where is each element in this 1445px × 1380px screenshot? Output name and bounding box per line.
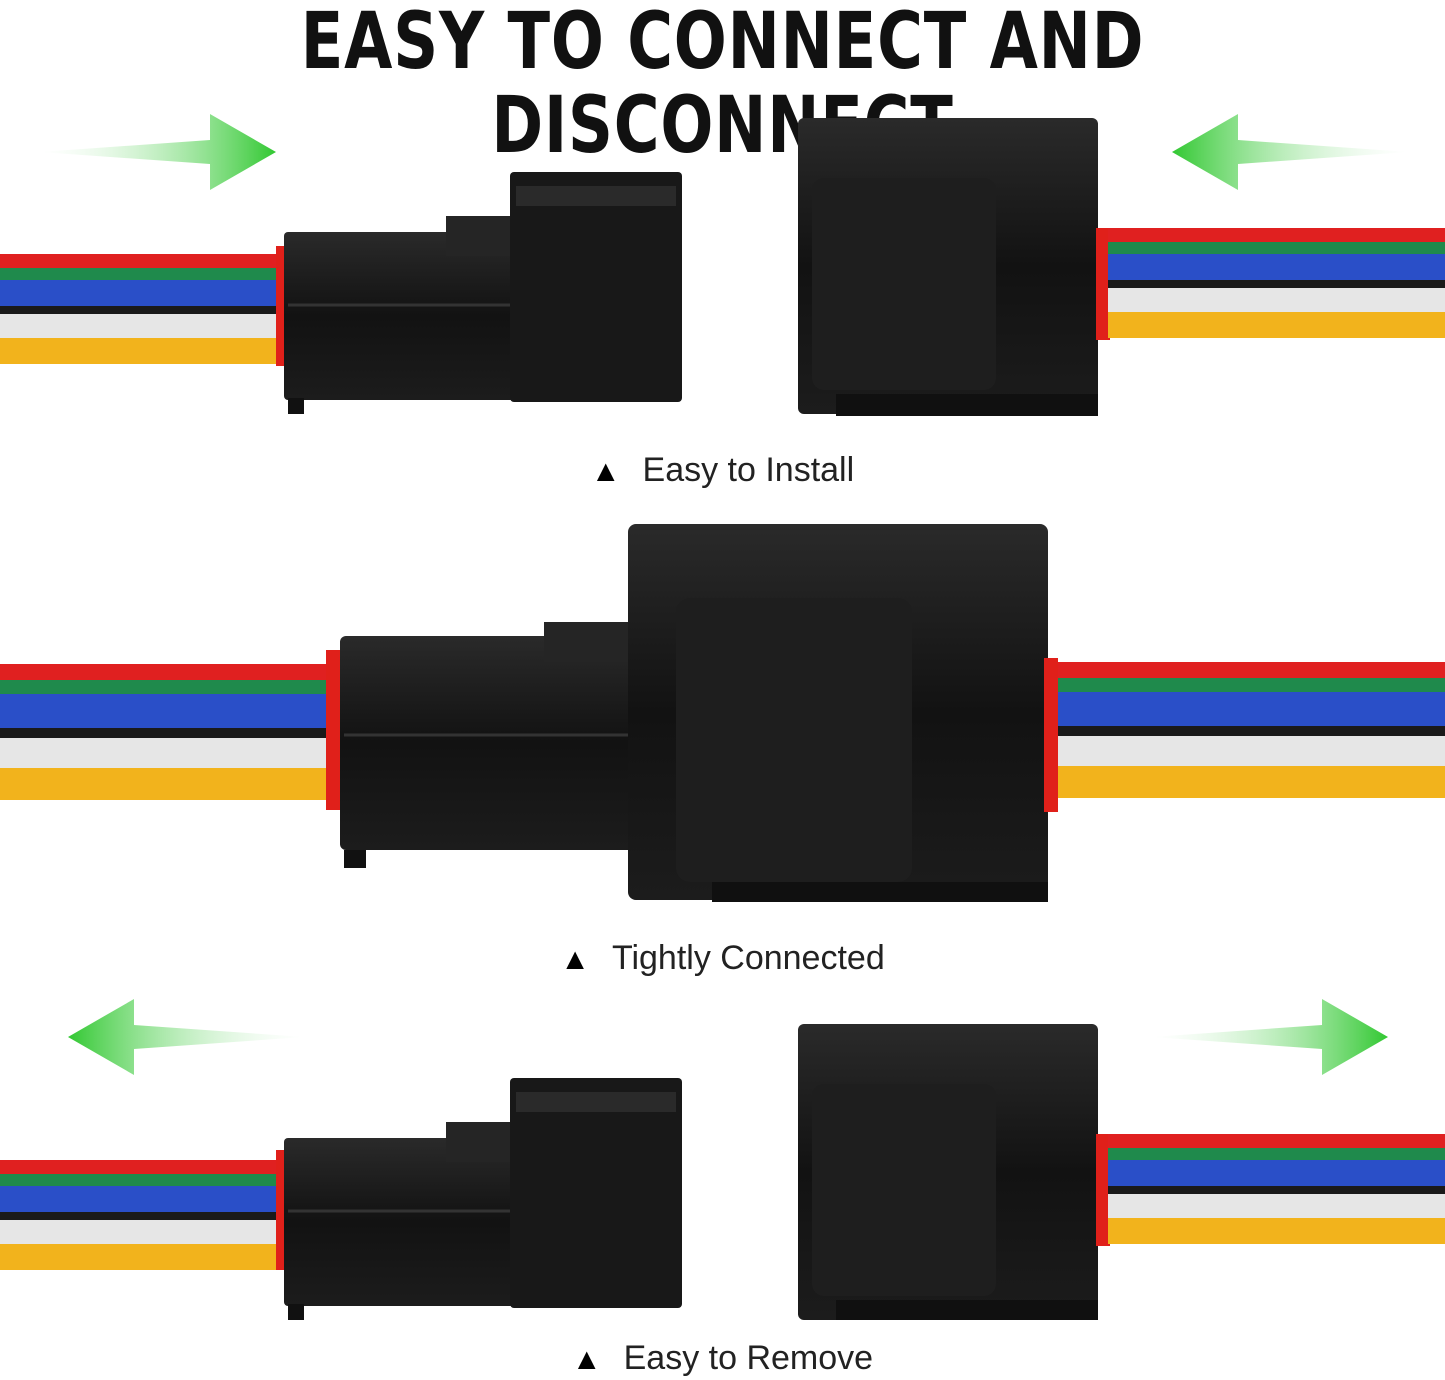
wire-bundle-left — [0, 1160, 285, 1270]
arrow-right-icon — [40, 114, 276, 190]
male-connector — [276, 172, 682, 414]
wire-bundle-right — [1052, 662, 1445, 798]
female-connector — [798, 1024, 1110, 1320]
row-connected — [0, 524, 1445, 902]
arrow-left-icon — [68, 999, 304, 1075]
male-connector — [276, 1078, 682, 1320]
arrow-left-icon — [1172, 114, 1408, 190]
caption-remove: ▲ Easy to Remove — [0, 1338, 1445, 1380]
female-connector — [798, 118, 1110, 416]
caption-install-text: Easy to Install — [642, 451, 855, 489]
arrow-right-icon — [1152, 999, 1388, 1075]
wire-bundle-right — [1108, 1134, 1445, 1244]
wire-bundle-left — [0, 664, 340, 800]
triangle-icon: ▲ — [560, 943, 590, 976]
triangle-icon: ▲ — [590, 455, 621, 488]
caption-connected: ▲ Tightly Connected — [0, 938, 1445, 980]
wire-bundle-right — [1108, 228, 1445, 338]
caption-install: ▲ Easy to Install — [0, 450, 1445, 492]
row-remove — [0, 999, 1445, 1320]
mated-connector — [326, 524, 1058, 902]
caption-remove-text: Easy to Remove — [623, 1339, 874, 1377]
wire-bundle-left — [0, 254, 285, 364]
row-install — [0, 114, 1445, 416]
caption-connected-text: Tightly Connected — [611, 939, 885, 977]
triangle-icon: ▲ — [571, 1343, 602, 1376]
